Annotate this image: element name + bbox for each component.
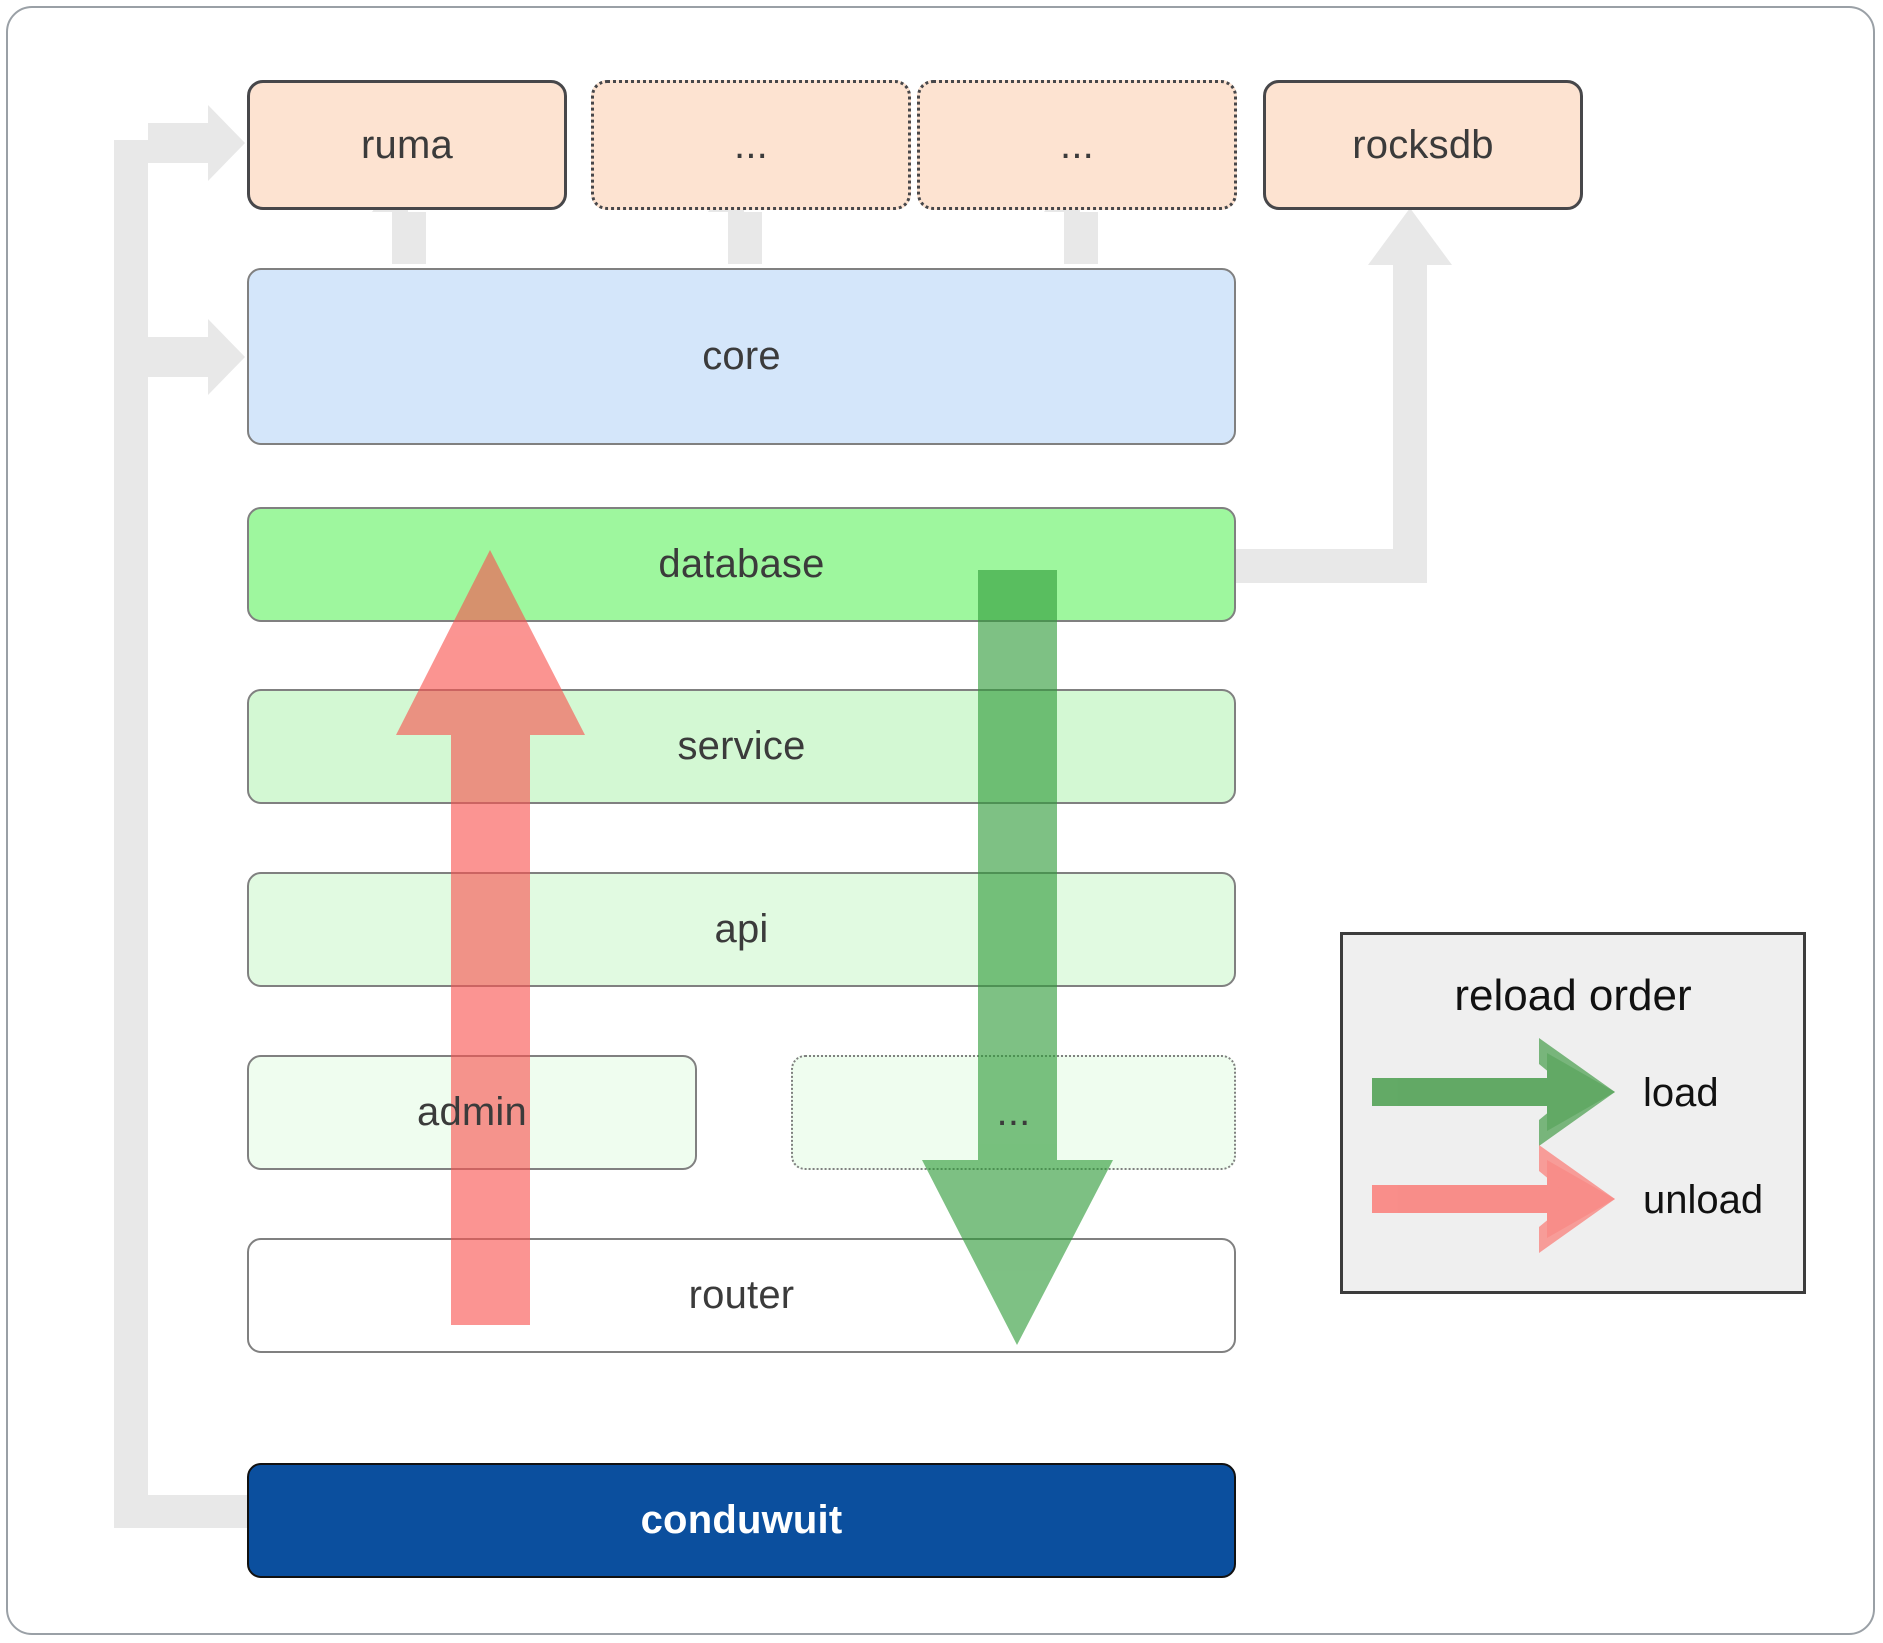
diagram-frame <box>6 6 1875 1635</box>
layer-label: router <box>688 1273 795 1317</box>
legend-title: reload order <box>1454 971 1692 1020</box>
legend-arrow-layer <box>1372 1038 1615 1253</box>
legend-item-label-unload: unload <box>1643 1178 1764 1222</box>
binary-box-conduwuit[interactable]: conduwuit <box>247 1463 1236 1578</box>
legend-unload-arrow-icon <box>1372 1145 1615 1253</box>
layer-label: service <box>677 724 806 768</box>
layer-box-admin[interactable]: admin <box>247 1055 697 1170</box>
layer-box-database[interactable]: database <box>247 507 1236 622</box>
binary-label: conduwuit <box>640 1498 843 1542</box>
legend-panel: reload order load unload <box>1340 932 1806 1294</box>
layer-label: database <box>658 542 825 586</box>
layer-box-api[interactable]: api <box>247 872 1236 987</box>
dependency-box-ellipsis-2[interactable]: ... <box>917 80 1237 210</box>
dependency-label: rocksdb <box>1352 122 1494 167</box>
dependency-box-ellipsis-1[interactable]: ... <box>591 80 911 210</box>
dependency-label: ruma <box>361 122 453 167</box>
layer-box-core[interactable]: core <box>247 268 1236 445</box>
layer-label: admin <box>417 1090 527 1134</box>
layer-box-router[interactable]: router <box>247 1238 1236 1353</box>
layer-label: ... <box>996 1090 1031 1134</box>
dependency-label: ... <box>1060 122 1094 167</box>
layer-box-ellipsis[interactable]: ... <box>791 1055 1236 1170</box>
dependency-box-ruma[interactable]: ruma <box>247 80 567 210</box>
layer-label: core <box>702 334 781 378</box>
dependency-box-rocksdb[interactable]: rocksdb <box>1263 80 1583 210</box>
dependency-label: ... <box>734 122 768 167</box>
layer-box-service[interactable]: service <box>247 689 1236 804</box>
layer-label: api <box>714 907 769 951</box>
legend-load-arrow-icon <box>1372 1038 1615 1146</box>
legend-item-label-load: load <box>1643 1071 1719 1115</box>
